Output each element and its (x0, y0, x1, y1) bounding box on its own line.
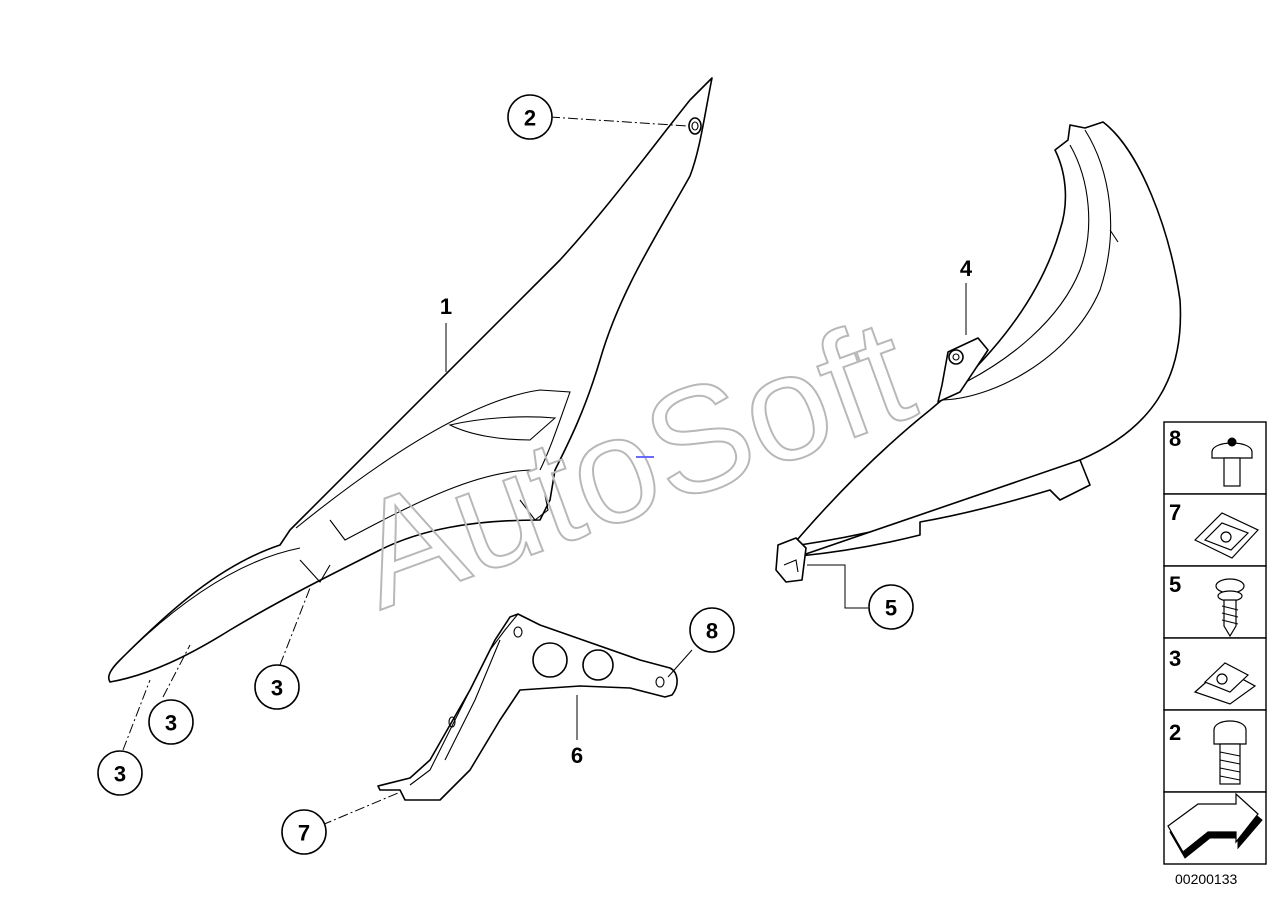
svg-text:8: 8 (706, 619, 718, 644)
callout-4: 4 (960, 256, 973, 281)
callout-7: 7 (281, 809, 327, 855)
callout-6: 6 (571, 743, 583, 768)
callout-1: 1 (440, 294, 452, 319)
svg-text:3: 3 (1169, 646, 1181, 671)
watermark: AutoSoft (332, 284, 932, 641)
spring-nut-icon (1193, 662, 1257, 705)
callout-3-a: 3 (254, 664, 300, 710)
svg-text:8: 8 (1169, 426, 1181, 451)
clip-nut-icon (1193, 512, 1259, 559)
document-number: 00200133 (1175, 871, 1238, 887)
key-row-5: 5 (1163, 565, 1267, 639)
parts-key: 8 7 5 (1163, 421, 1267, 865)
svg-text:7: 7 (1169, 500, 1181, 525)
svg-text:2: 2 (1169, 720, 1181, 745)
part-right-side-trim-panel (775, 121, 1182, 583)
tapping-screw-icon (1215, 578, 1245, 638)
key-row-8: 8 (1163, 421, 1267, 495)
svg-text:3: 3 (165, 711, 177, 736)
callout-5: 5 (868, 584, 914, 630)
flange-screw-icon (1211, 437, 1253, 487)
svg-text:7: 7 (298, 821, 310, 846)
part-6-bracket (377, 613, 678, 801)
callout-8: 8 (689, 607, 735, 653)
callout-3-c: 3 (97, 750, 143, 796)
hex-bolt-icon (1213, 720, 1247, 785)
leader-lines (122, 116, 967, 826)
part-1-side-trim-panel (107, 77, 713, 683)
svg-text:5: 5 (885, 596, 897, 621)
key-row-3: 3 (1163, 637, 1267, 711)
key-row-arrow (1163, 791, 1267, 865)
svg-text:5: 5 (1169, 572, 1181, 597)
arrow-icon (1167, 792, 1263, 859)
callout-3-b: 3 (148, 699, 194, 745)
key-row-2: 2 (1163, 709, 1267, 793)
svg-text:2: 2 (524, 106, 536, 131)
svg-text:3: 3 (114, 762, 126, 787)
svg-text:3: 3 (271, 676, 283, 701)
callout-2: 2 (507, 94, 553, 140)
watermark-text: AutoSoft (333, 285, 931, 640)
key-row-7: 7 (1163, 493, 1267, 567)
